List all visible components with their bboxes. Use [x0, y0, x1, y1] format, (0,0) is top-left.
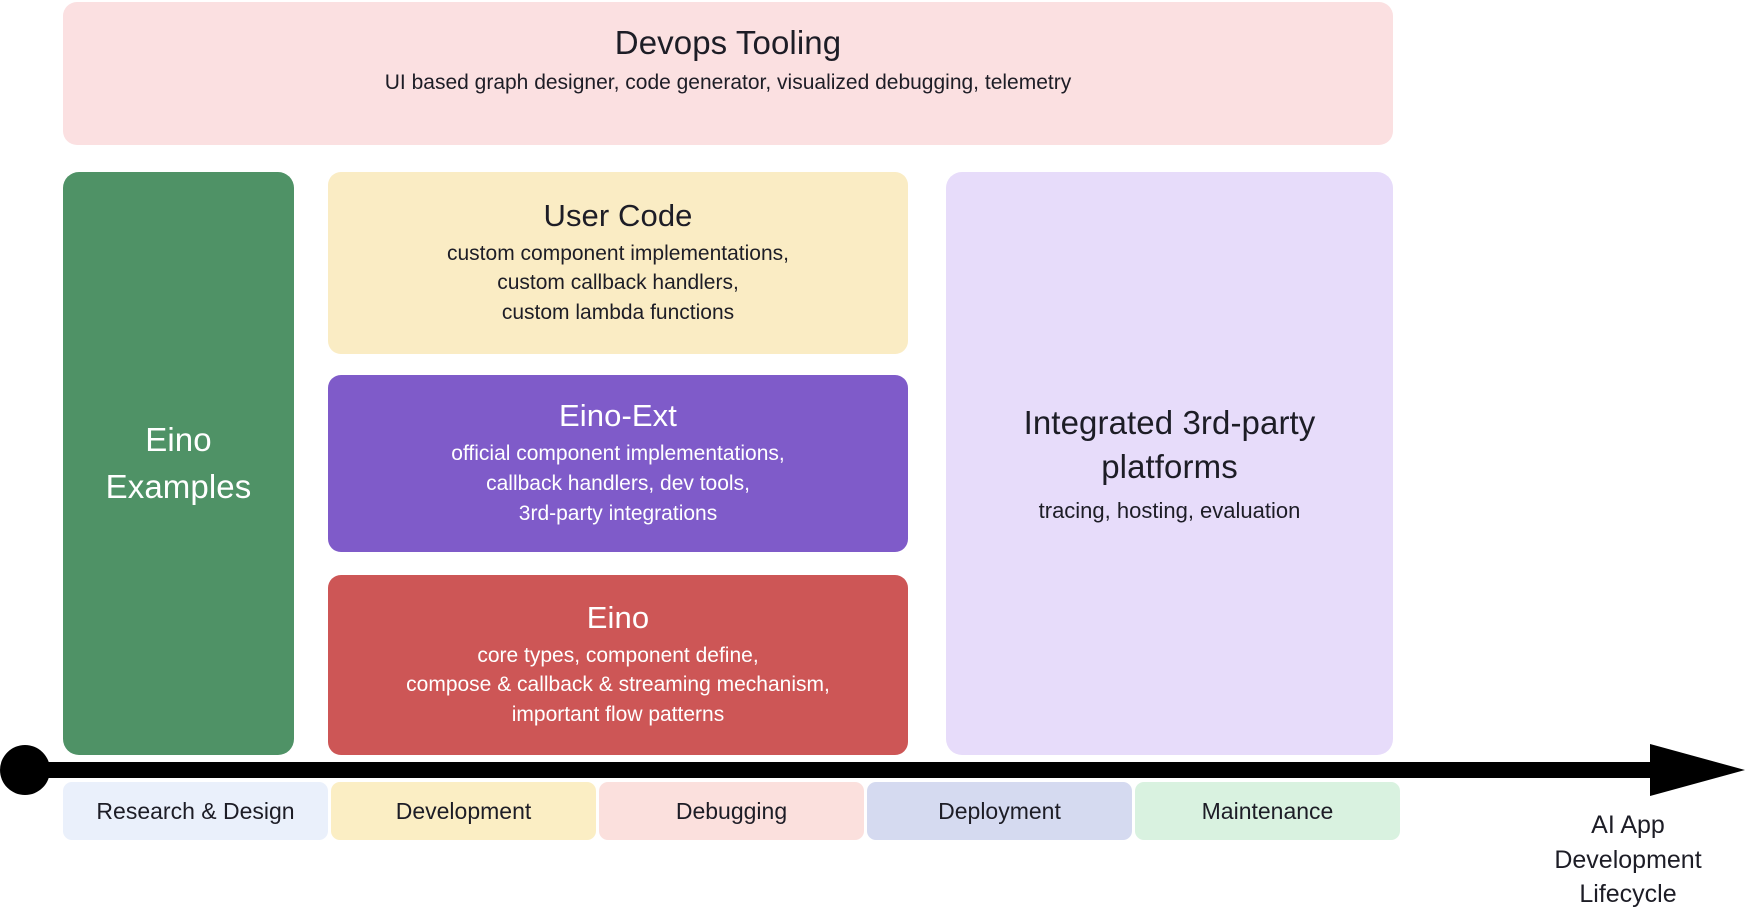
eino-title: Eino	[586, 599, 650, 635]
eino-ext-subtitle: official component implementations, call…	[451, 442, 785, 525]
lifecycle-stage-research-design[interactable]: Research & Design	[63, 782, 328, 840]
eino-examples-column: Eino Examples	[63, 172, 294, 755]
lifecycle-stage-row: Research & Design Development Debugging …	[63, 782, 1573, 840]
lifecycle-stage-maintenance[interactable]: Maintenance	[1135, 782, 1400, 840]
lifecycle-stage-development[interactable]: Development	[331, 782, 596, 840]
lifecycle-axis-caption: AI App Development Lifecycle	[1554, 811, 1702, 908]
eino-box: Eino core types, component define, compo…	[328, 575, 908, 755]
eino-ext-box: Eino-Ext official component implementati…	[328, 375, 908, 552]
eino-subtitle: core types, component define, compose & …	[406, 643, 830, 727]
lifecycle-stage-debugging[interactable]: Debugging	[599, 782, 864, 840]
devops-tooling-banner: Devops Tooling UI based graph designer, …	[63, 2, 1393, 145]
eino-examples-title: Eino Examples	[105, 420, 252, 505]
third-party-platforms-title: Integrated 3rd-party platforms	[1023, 403, 1316, 485]
user-code-subtitle: custom component implementations, custom…	[447, 241, 789, 325]
third-party-platforms-box: Integrated 3rd-party platforms tracing, …	[946, 172, 1393, 755]
user-code-box: User Code custom component implementatio…	[328, 172, 908, 354]
devops-tooling-title: Devops Tooling	[614, 24, 842, 61]
devops-tooling-subtitle: UI based graph designer, code generator,…	[384, 70, 1072, 94]
third-party-platforms-subtitle: tracing, hosting, evaluation	[1038, 498, 1301, 524]
lifecycle-stage-deployment[interactable]: Deployment	[867, 782, 1132, 840]
user-code-title: User Code	[543, 197, 693, 233]
eino-ext-title: Eino-Ext	[559, 398, 677, 434]
